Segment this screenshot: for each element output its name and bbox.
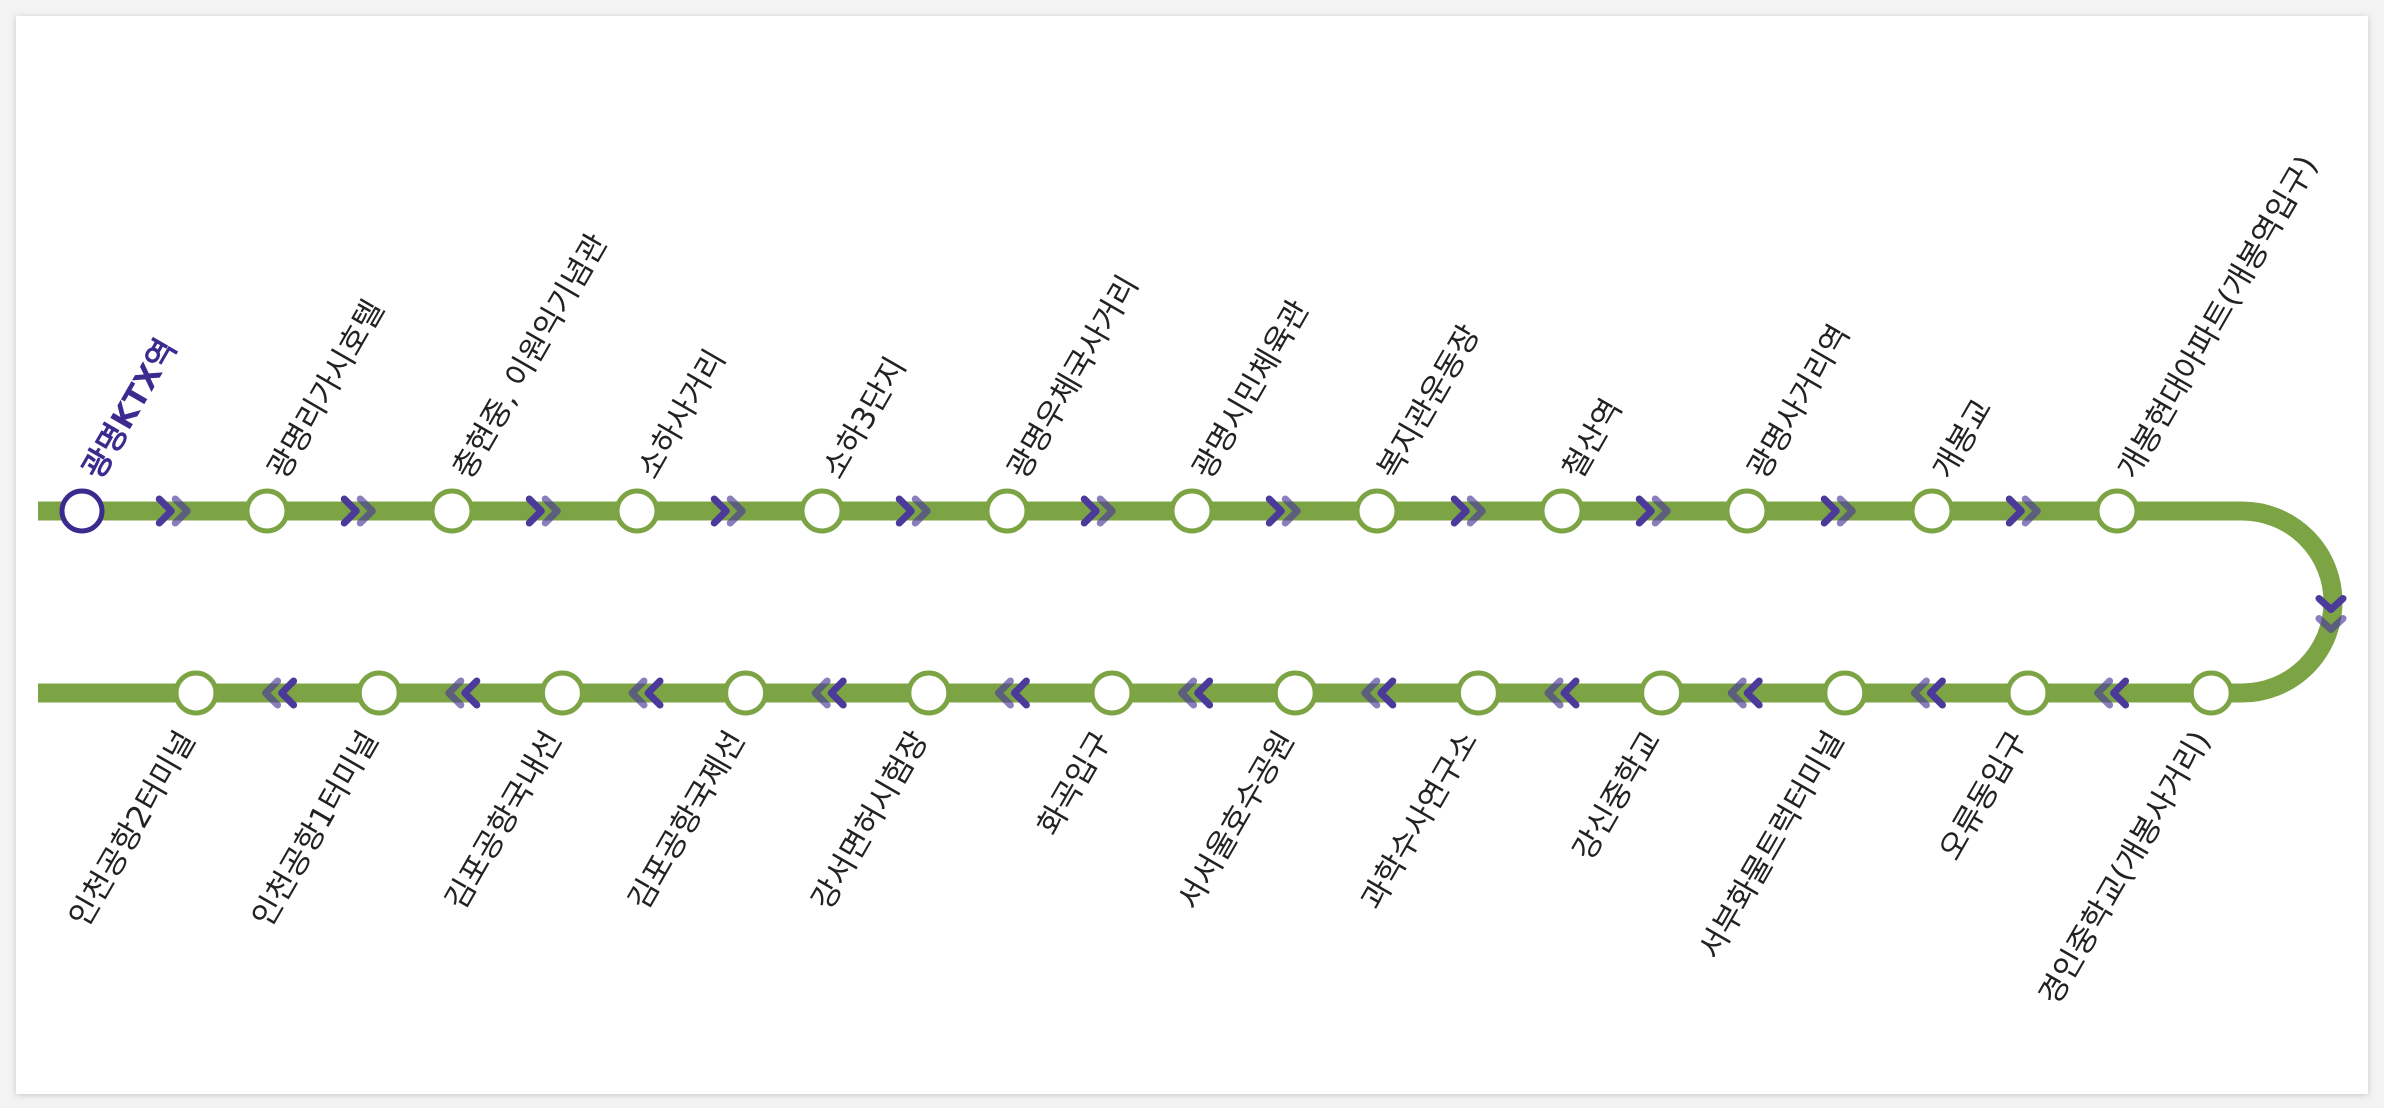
stop-label: 김포공항국제선 bbox=[622, 725, 753, 916]
direction-arrow bbox=[1910, 677, 1946, 709]
stop-marker[interactable] bbox=[984, 488, 1030, 534]
direction-arrow bbox=[262, 677, 298, 709]
stop-marker[interactable] bbox=[1909, 488, 1955, 534]
stop-marker[interactable] bbox=[539, 670, 585, 716]
stop-marker[interactable] bbox=[2005, 670, 2051, 716]
direction-arrow bbox=[1080, 495, 1116, 527]
stop-marker[interactable] bbox=[1639, 670, 1685, 716]
stop-marker[interactable] bbox=[173, 670, 219, 716]
direction-arrow bbox=[811, 677, 847, 709]
direction-arrow bbox=[155, 495, 191, 527]
stop-label: 서서울호수공원 bbox=[1171, 725, 1302, 916]
stop-label: 화곡입구 bbox=[1031, 725, 1119, 842]
stop-marker[interactable] bbox=[2188, 670, 2234, 716]
stop-marker[interactable] bbox=[799, 488, 845, 534]
stop-marker[interactable] bbox=[1455, 670, 1501, 716]
direction-arrow bbox=[340, 495, 376, 527]
stop-marker[interactable] bbox=[906, 670, 952, 716]
stop-marker[interactable] bbox=[1539, 488, 1585, 534]
direction-arrow bbox=[1544, 677, 1580, 709]
stop-marker[interactable] bbox=[614, 488, 660, 534]
route-line-layer bbox=[38, 501, 2343, 703]
direction-arrow bbox=[710, 495, 746, 527]
stop-marker[interactable] bbox=[2094, 488, 2140, 534]
stop-marker[interactable] bbox=[1822, 670, 1868, 716]
stop-label: 광명우체국사거리 bbox=[1001, 269, 1146, 485]
stop-marker[interactable] bbox=[244, 488, 290, 534]
direction-arrow bbox=[445, 677, 481, 709]
stop-label: 충현중, 이원익기념관 bbox=[446, 228, 615, 485]
direction-arrow bbox=[895, 495, 931, 527]
stop-label: 경인중학교(개봉사거리) bbox=[2032, 725, 2218, 1011]
direction-arrow bbox=[628, 677, 664, 709]
stop-marker[interactable] bbox=[1724, 488, 1770, 534]
direction-arrow bbox=[1820, 495, 1856, 527]
direction-arrow bbox=[994, 677, 1030, 709]
direction-arrow bbox=[2094, 677, 2130, 709]
route-line bbox=[38, 501, 2343, 703]
stop-label: 광명사거리역 bbox=[1741, 319, 1858, 485]
stop-marker[interactable] bbox=[723, 670, 769, 716]
direction-arrow bbox=[1361, 677, 1397, 709]
stop-label: 소하사거리 bbox=[631, 343, 733, 485]
stop-marker[interactable] bbox=[1089, 670, 1135, 716]
stop-label: 소하3단지 bbox=[816, 351, 914, 485]
stop-layer bbox=[59, 488, 2234, 716]
stop-label: 인천공항2터미널 bbox=[62, 725, 203, 933]
stop-label: 오류동입구 bbox=[1932, 725, 2034, 867]
stop-label: 복지관운동장 bbox=[1371, 319, 1488, 485]
current-stop-label: 광명KTX역 bbox=[76, 333, 184, 485]
direction-arrow bbox=[1450, 495, 1486, 527]
direction-arrow-layer bbox=[155, 495, 2347, 709]
stop-marker[interactable] bbox=[1354, 488, 1400, 534]
direction-arrow bbox=[1727, 677, 1763, 709]
direction-arrow bbox=[1635, 495, 1671, 527]
stop-label: 강신중학교 bbox=[1566, 725, 1668, 867]
stop-label: 인천공항1터미널 bbox=[245, 725, 386, 933]
stop-label: 개봉교 bbox=[1926, 393, 2000, 485]
direction-arrow bbox=[525, 495, 561, 527]
stop-label: 광명시민체육관 bbox=[1186, 294, 1317, 485]
stop-label: 김포공항국내선 bbox=[438, 725, 569, 916]
direction-arrow bbox=[2315, 595, 2347, 633]
stop-label: 개봉현대아파트(개봉역입구) bbox=[2111, 150, 2325, 485]
direction-arrow bbox=[1265, 495, 1301, 527]
stop-label: 서부화물트럭터미널 bbox=[1692, 725, 1852, 965]
direction-arrow bbox=[2005, 495, 2041, 527]
current-stop-marker[interactable] bbox=[59, 488, 105, 534]
stop-label: 과학수사연구소 bbox=[1354, 725, 1485, 916]
stop-marker[interactable] bbox=[429, 488, 475, 534]
stop-label: 강서면허시험장 bbox=[805, 725, 936, 916]
stop-marker[interactable] bbox=[1169, 488, 1215, 534]
stop-marker[interactable] bbox=[356, 670, 402, 716]
stop-label: 철산역 bbox=[1556, 393, 1630, 485]
stop-label: 광명리가시호텔 bbox=[261, 294, 392, 485]
stop-marker[interactable] bbox=[1272, 670, 1318, 716]
direction-arrow bbox=[1178, 677, 1214, 709]
